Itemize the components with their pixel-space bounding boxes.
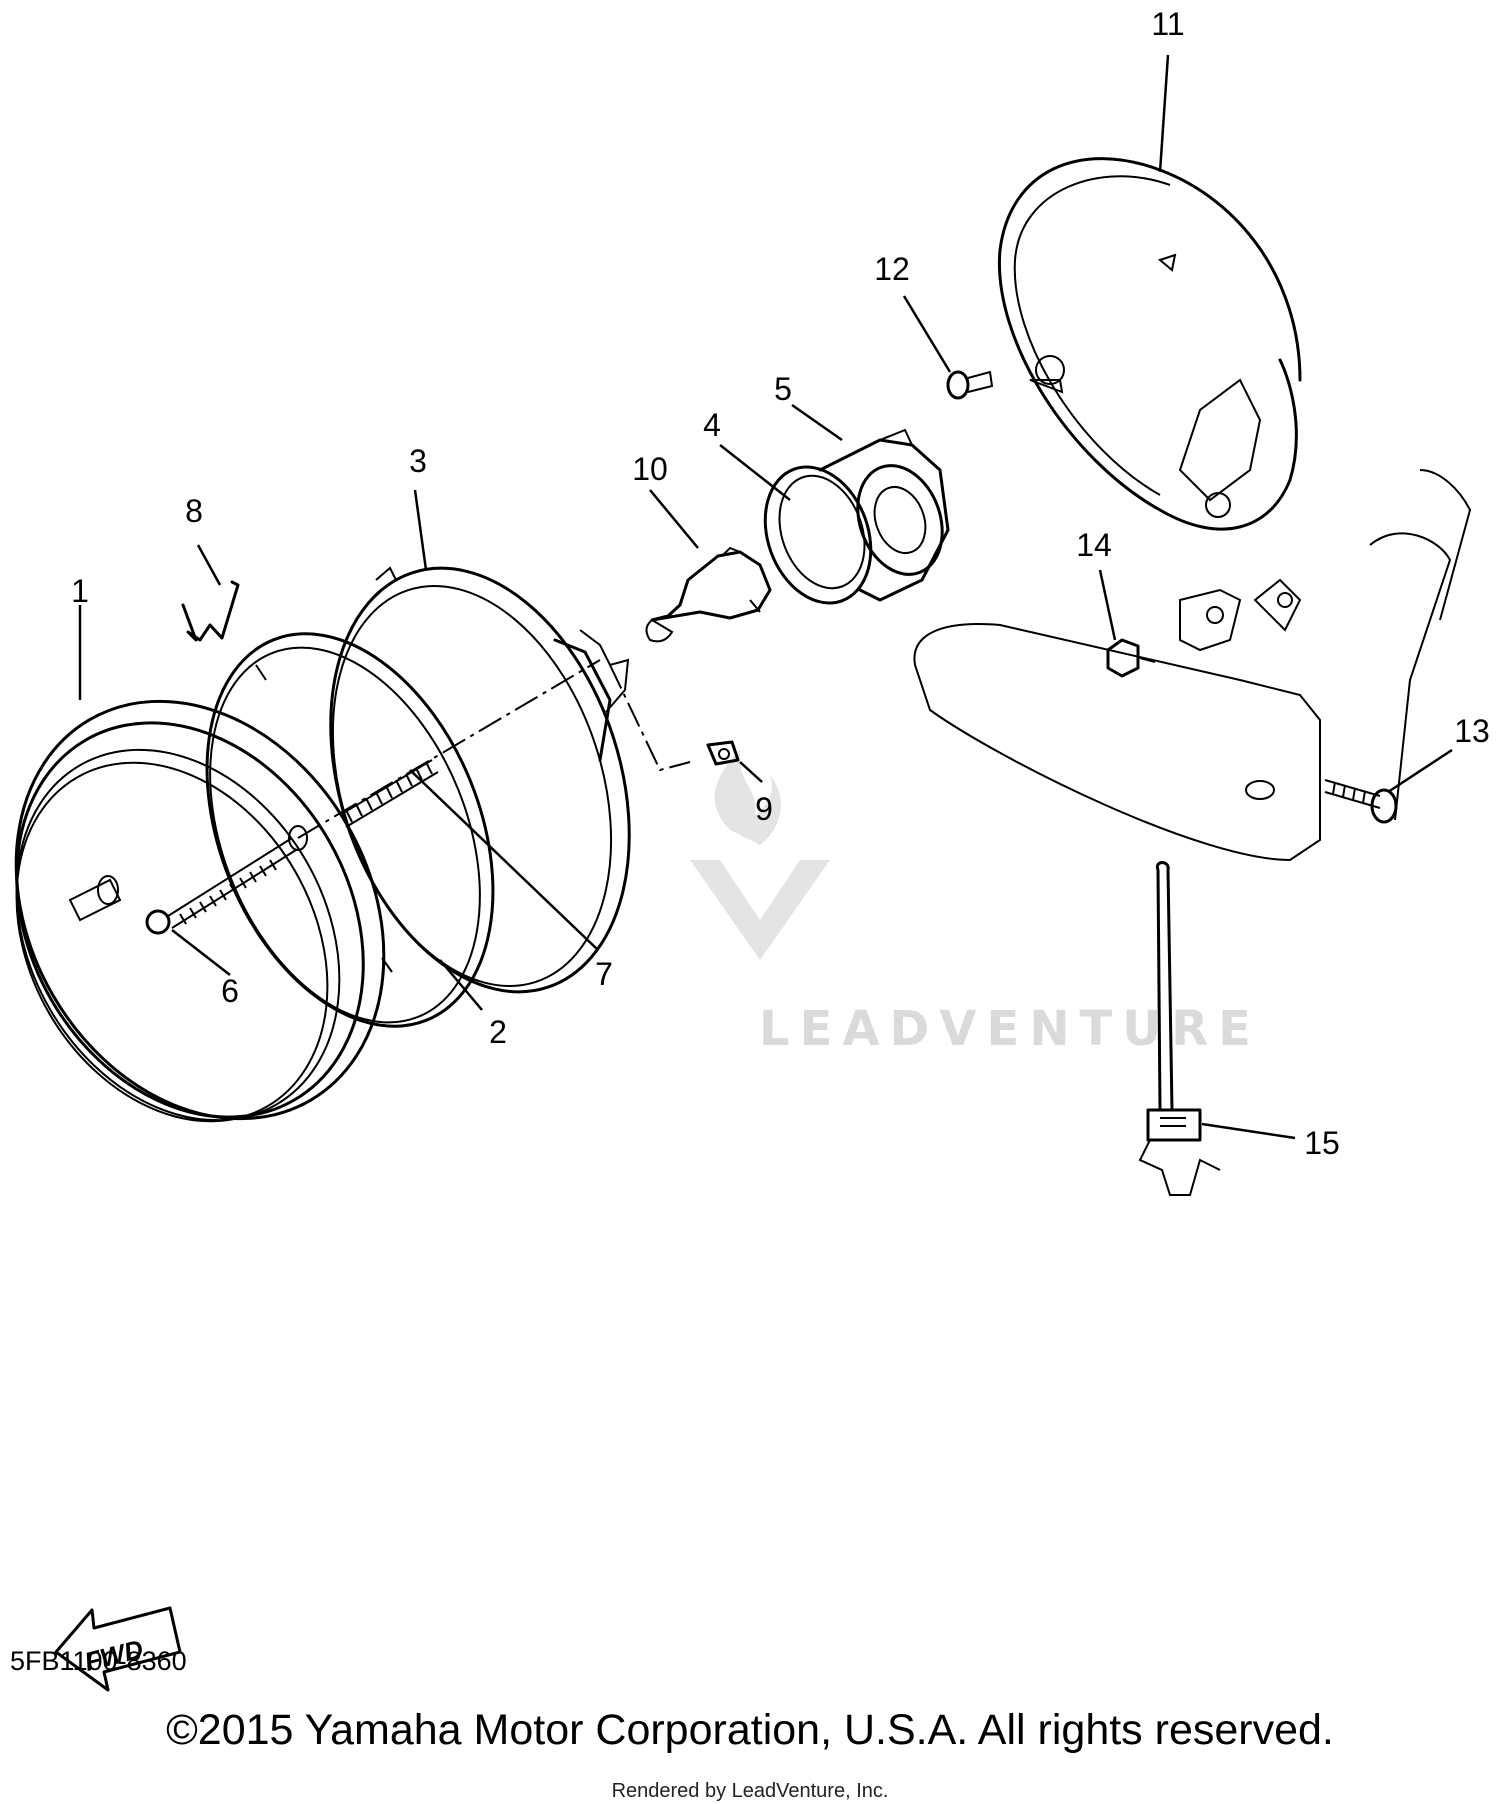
callout-15: 15 — [1304, 1125, 1340, 1161]
diagram-code: 5FB1100-8360 — [10, 1646, 187, 1676]
callout-7: 7 — [595, 956, 613, 992]
callout-4: 4 — [703, 407, 721, 443]
part-8-spring-clip — [181, 580, 240, 642]
alignment-axis — [297, 659, 601, 839]
copyright-text: ©2015 Yamaha Motor Corporation, U.S.A. A… — [166, 1706, 1334, 1754]
part-9-clip — [706, 740, 740, 766]
part-15-cable-tie — [1138, 861, 1221, 1196]
callout-8: 8 — [185, 493, 203, 529]
part-12-bolt — [946, 370, 994, 400]
part-13-bolt — [1324, 779, 1398, 824]
leadventure-watermark: LEADVENTURE — [690, 750, 1261, 1057]
part-11-headlight-case — [997, 157, 1302, 531]
callout-5: 5 — [774, 371, 792, 407]
callout-1: 1 — [71, 573, 89, 609]
callout-11: 11 — [1151, 6, 1184, 42]
part-5-socket-body — [818, 428, 950, 602]
callout-9: 9 — [755, 791, 773, 827]
callout-6: 6 — [221, 973, 239, 1009]
part-7-spring — [339, 759, 439, 828]
callout-labels: 1 2 3 4 5 6 7 8 9 10 11 12 13 14 15 — [71, 6, 1490, 1161]
callout-3: 3 — [409, 443, 427, 479]
part-6-screw — [145, 825, 308, 935]
callout-14: 14 — [1076, 527, 1112, 563]
bracket-axis — [609, 664, 691, 772]
frame-bracket — [913, 469, 1472, 862]
part-3-reflector-unit — [329, 566, 631, 994]
part-10-bulb — [645, 546, 772, 643]
rendered-by-text: Rendered by LeadVenture, Inc. — [611, 1780, 889, 1802]
leader-lines — [78, 54, 1453, 1140]
callout-2: 2 — [489, 1014, 507, 1050]
callout-13: 13 — [1454, 713, 1490, 749]
callout-10: 10 — [632, 451, 668, 487]
callout-12: 12 — [874, 251, 910, 287]
watermark-text: LEADVENTURE — [759, 1001, 1261, 1057]
part-2-ring — [205, 632, 495, 1028]
